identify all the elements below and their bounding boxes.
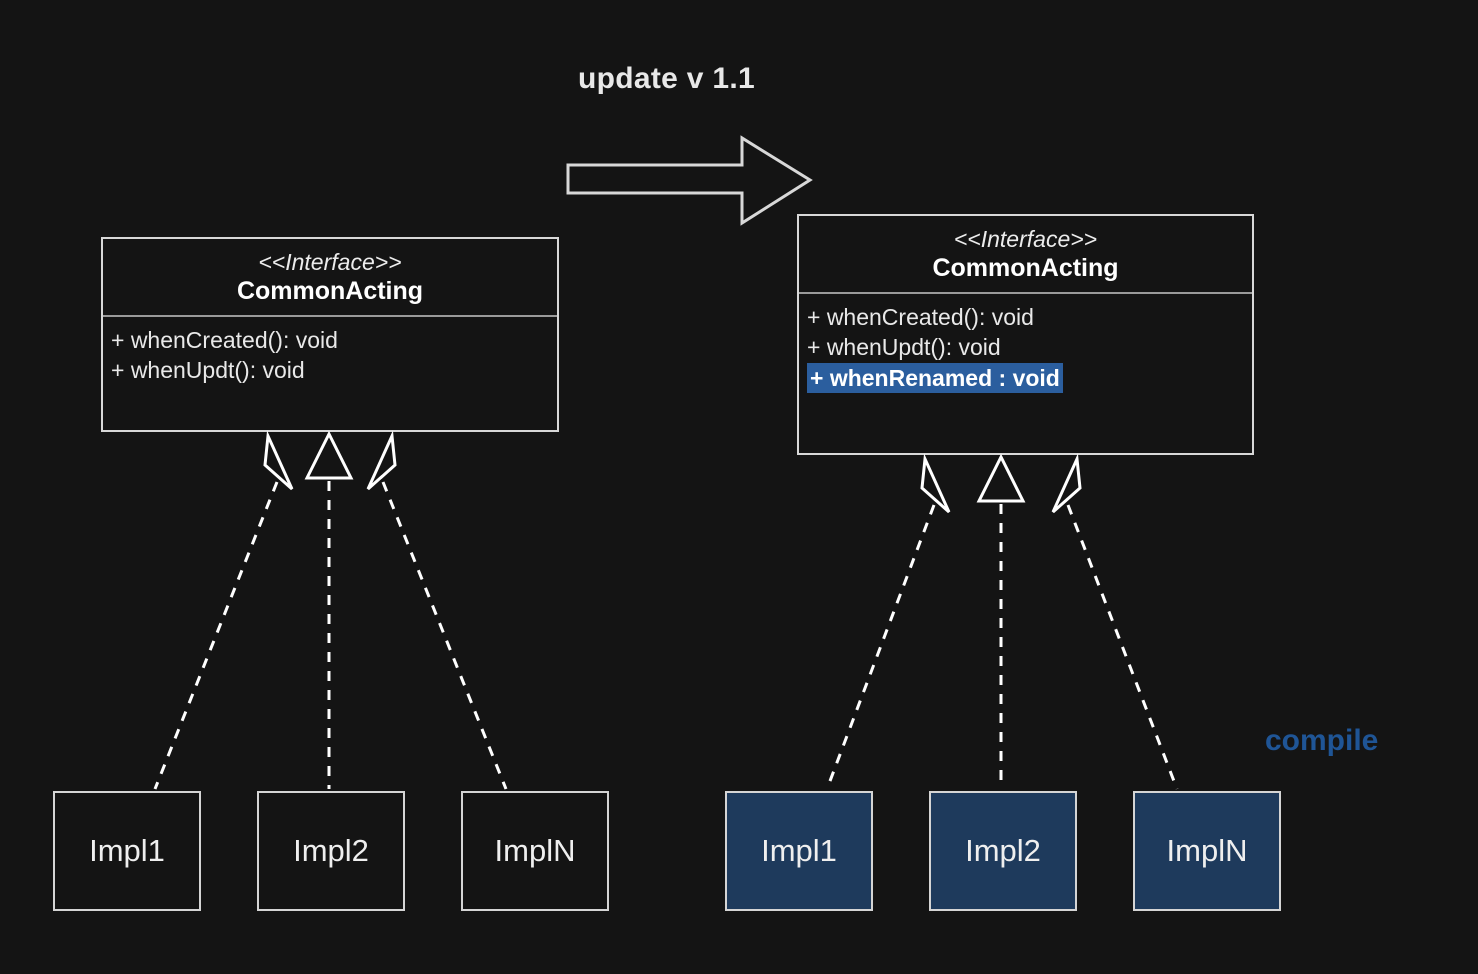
impl-label: ImplN — [494, 833, 576, 868]
diagram-title: update v 1.1 — [578, 62, 755, 95]
uml-class-common-acting-new[interactable]: <<Interface>> CommonActing + whenCreated… — [797, 214, 1254, 455]
impl-box-new-1[interactable]: Impl1 — [725, 791, 873, 911]
impl-label: Impl1 — [761, 833, 837, 868]
uml-member-row: + whenCreated(): void — [807, 302, 1252, 332]
uml-class-header-new: <<Interface>> CommonActing — [799, 216, 1252, 295]
uml-member-when-renamed-new: + whenRenamed : void — [807, 362, 1063, 394]
uml-member-when-updt-new: + whenUpdt(): void — [807, 334, 1001, 361]
compile-annotation: compile — [1265, 724, 1379, 757]
realization-triangle-left-1 — [263, 430, 294, 491]
impl-label: ImplN — [1166, 833, 1248, 868]
impl-label: Impl2 — [965, 833, 1041, 868]
impl-box-old-1[interactable]: Impl1 — [53, 791, 201, 911]
uml-member-row: + whenRenamed : void — [807, 362, 1252, 394]
realization-triangle-right-1 — [920, 453, 951, 514]
update-arrow-icon — [566, 135, 813, 226]
realization-line-right-1 — [825, 504, 936, 790]
uml-class-header-old: <<Interface>> CommonActing — [103, 239, 557, 318]
impl-label: Impl2 — [293, 833, 369, 868]
realization-triangle-left-2 — [304, 430, 354, 480]
impl-box-old-3[interactable]: ImplN — [461, 791, 609, 911]
uml-classname-old: CommonActing — [236, 277, 424, 306]
uml-member-row: + whenUpdt(): void — [111, 355, 557, 385]
uml-member-row: + whenCreated(): void — [111, 325, 557, 355]
uml-member-row: + whenUpdt(): void — [807, 332, 1252, 362]
uml-members-new: + whenCreated(): void + whenUpdt(): void… — [799, 294, 1252, 403]
impl-box-new-3[interactable]: ImplN — [1133, 791, 1281, 911]
impl-box-old-2[interactable]: Impl2 — [257, 791, 405, 911]
realization-line-left-1 — [153, 481, 279, 790]
uml-stereotype-new: <<Interface>> — [953, 226, 1098, 252]
realization-triangle-right-3 — [1051, 453, 1082, 514]
uml-member-when-created-new: + whenCreated(): void — [807, 304, 1034, 331]
realization-triangle-right-2 — [976, 453, 1026, 503]
uml-classname-new: CommonActing — [932, 254, 1119, 283]
realization-triangle-left-3 — [366, 430, 397, 491]
realization-line-left-3 — [381, 481, 508, 790]
impl-box-new-2[interactable]: Impl2 — [929, 791, 1077, 911]
uml-member-when-created-old: + whenCreated(): void — [111, 327, 338, 354]
uml-member-when-updt-old: + whenUpdt(): void — [111, 357, 305, 384]
uml-members-old: + whenCreated(): void + whenUpdt(): void — [103, 317, 557, 396]
realization-line-right-3 — [1066, 504, 1179, 790]
uml-class-common-acting-old[interactable]: <<Interface>> CommonActing + whenCreated… — [101, 237, 559, 432]
impl-label: Impl1 — [89, 833, 165, 868]
uml-stereotype-old: <<Interface>> — [258, 249, 402, 275]
